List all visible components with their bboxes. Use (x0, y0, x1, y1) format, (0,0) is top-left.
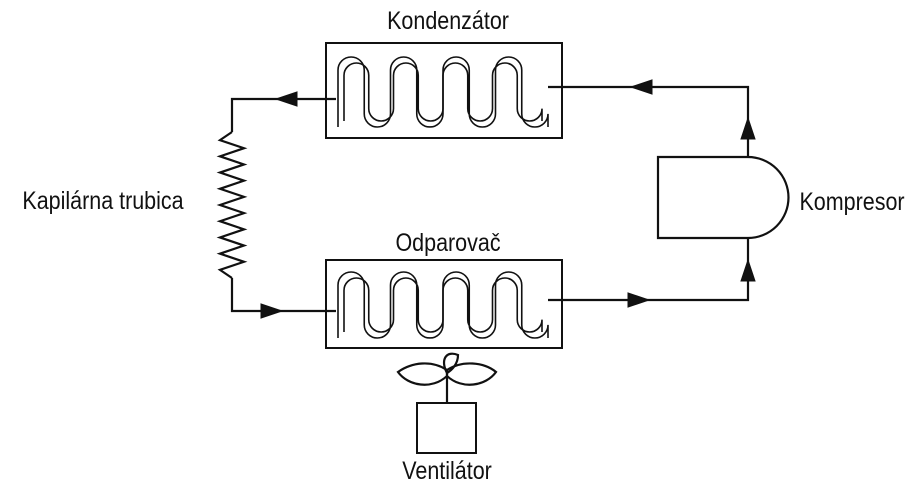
arrow-up-icon (740, 116, 756, 140)
condenser-outlet-line (230, 97, 336, 132)
piping (216, 85, 750, 313)
evaporator-box (325, 259, 563, 349)
condenser (325, 42, 563, 139)
flow-arrows (260, 79, 756, 319)
condenser-box (325, 42, 563, 139)
condenser-label: Kondenzátor (387, 6, 509, 34)
arrow-left-icon (274, 91, 298, 107)
fan-label: Ventilátor (402, 456, 492, 484)
arrow-up-icon (740, 258, 756, 282)
fan-blade (442, 352, 460, 375)
arrow-right-icon (627, 292, 651, 308)
condenser-coil (337, 56, 549, 128)
capillary-tube (216, 131, 248, 279)
compressor-body (656, 155, 790, 240)
compressor (656, 155, 790, 240)
evaporator-coil (337, 271, 549, 339)
compressor-label: Kompresor (799, 187, 904, 215)
evaporator-label: Odparovač (395, 228, 500, 256)
arrow-left-icon (629, 79, 653, 95)
arrow-right-icon (260, 303, 284, 319)
discharge-line (548, 85, 750, 157)
suction-line (548, 238, 750, 302)
capillary-tube-label: Kapilárna trubica (22, 186, 183, 214)
evaporator-inlet-line (230, 278, 336, 313)
fan (396, 352, 498, 454)
fan-blade (445, 362, 498, 386)
evaporator (325, 259, 563, 349)
fan-motor (416, 402, 477, 454)
fan-blade (396, 362, 449, 386)
